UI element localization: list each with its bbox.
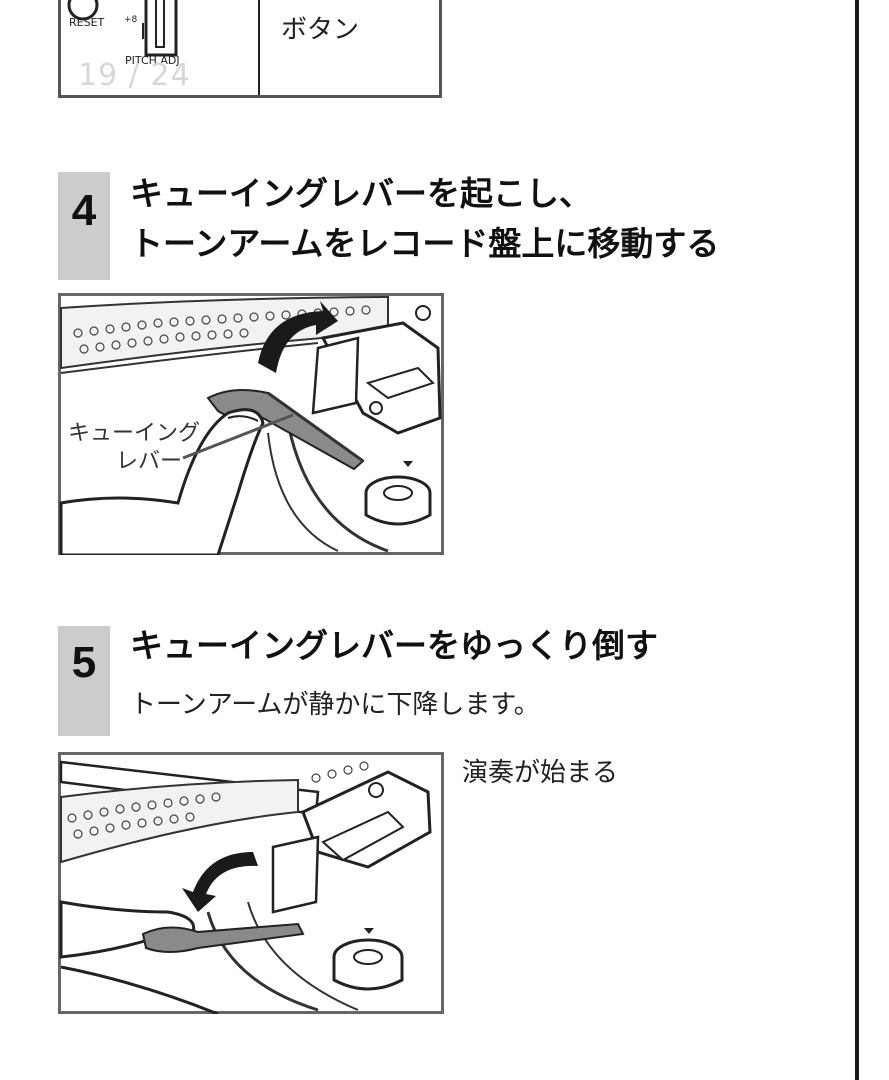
- table-divider: [258, 0, 260, 95]
- plus8-label: +8: [124, 15, 138, 25]
- cueing-lever-callout-line2: レバー: [116, 449, 183, 474]
- step-5-side-note: 演奏が始まる: [462, 758, 619, 788]
- step-5-illustration: [58, 752, 444, 1014]
- button-text: ボタン: [281, 15, 360, 45]
- controls-table-fragment: RESET +8 PITCH ADJ ボタン: [58, 0, 442, 98]
- pitch-adj-label: PITCH ADJ: [125, 54, 180, 67]
- reset-label: RESET: [69, 16, 105, 29]
- step-5-subtitle: トーンアームが静かに下降します。: [130, 690, 540, 720]
- step-4-illustration: [58, 293, 444, 555]
- step-4-number: 4: [71, 186, 97, 235]
- step-5-number: 5: [71, 638, 97, 687]
- cueing-lever-callout-line1: キューイング: [68, 421, 201, 446]
- step-4-title-line2: トーンアームをレコード盤上に移動する: [130, 224, 720, 263]
- step-5-number-badge: 5: [58, 626, 110, 736]
- page-border-right: [855, 0, 859, 1080]
- step-4-title-line1: キューイングレバーを起こし、: [130, 174, 592, 213]
- step-5-title: キューイングレバーをゆっくり倒す: [130, 626, 658, 665]
- pitch-slider-illustration: [67, 0, 178, 57]
- step-4-number-badge: 4: [58, 172, 110, 280]
- page-indicator: 19 / 24: [78, 58, 191, 93]
